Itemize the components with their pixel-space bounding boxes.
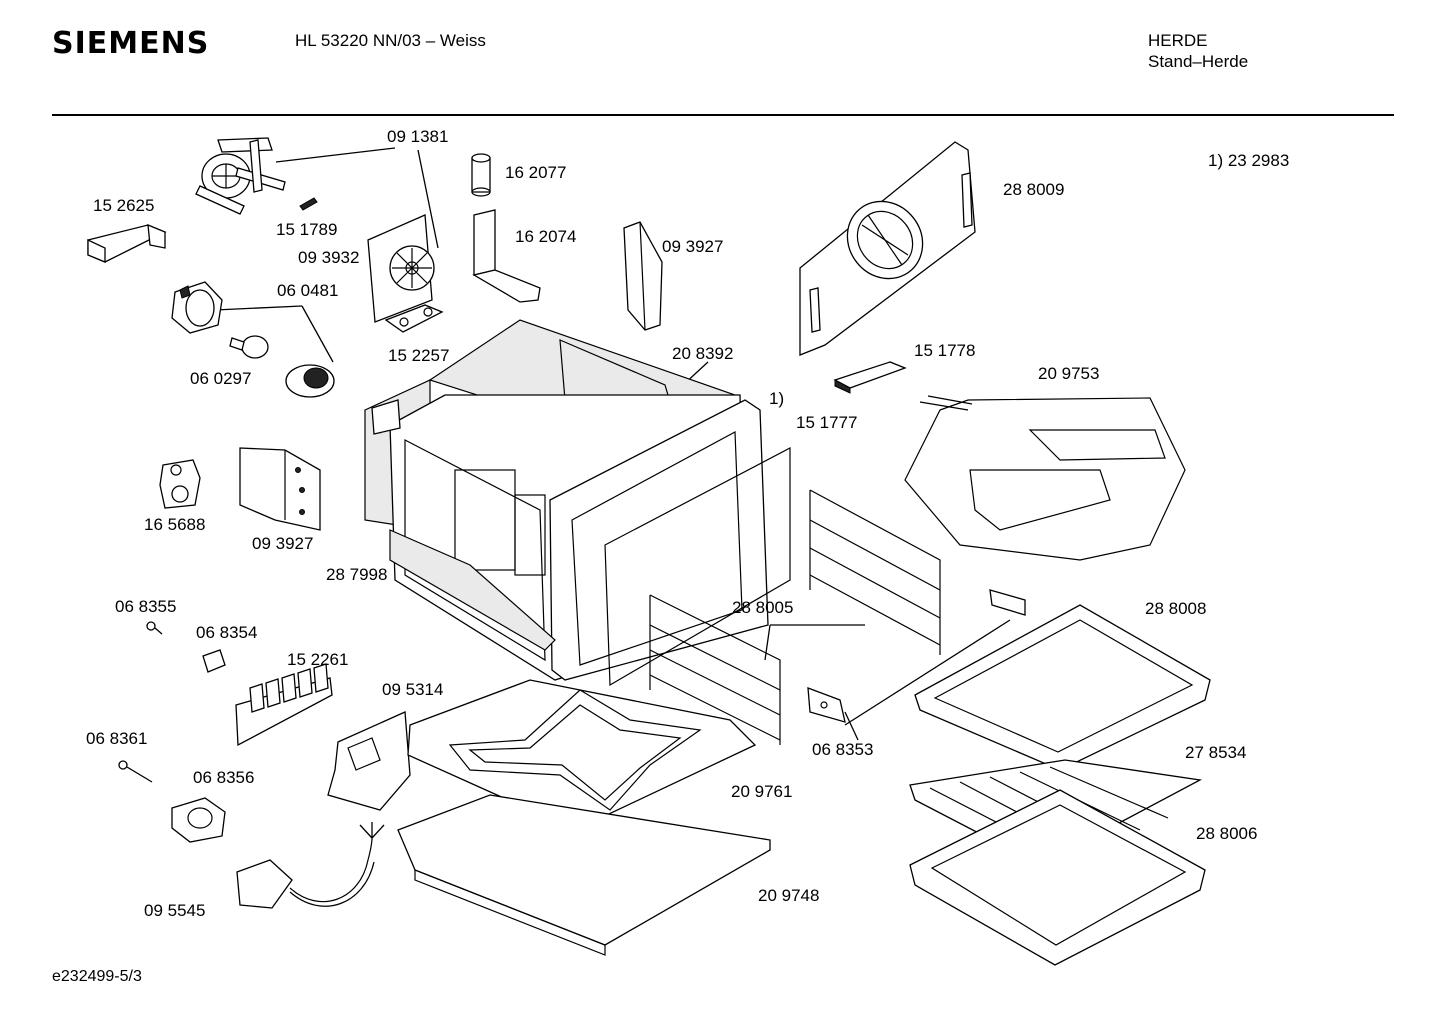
category-title: HERDE bbox=[1148, 31, 1208, 50]
screw-part bbox=[299, 197, 318, 211]
cable-clamp-part bbox=[171, 797, 226, 843]
fan-motor-part bbox=[195, 137, 286, 215]
cylinder-part bbox=[471, 153, 491, 197]
part-label: 06 0481 bbox=[277, 281, 338, 300]
baking-tray-part bbox=[914, 604, 1211, 771]
part-label: 15 2261 bbox=[287, 650, 348, 669]
terminal-block-part bbox=[235, 663, 333, 747]
category-subtitle: Stand–Herde bbox=[1148, 52, 1249, 71]
deep-tray-part bbox=[909, 789, 1206, 966]
plug-board-part bbox=[327, 711, 411, 811]
clip-part bbox=[202, 649, 226, 673]
screw-part-3 bbox=[118, 760, 153, 783]
part-label: 15 1777 bbox=[796, 413, 857, 432]
part-label: 09 5545 bbox=[144, 901, 205, 920]
part-label: 09 3932 bbox=[298, 248, 359, 267]
part-label: 27 8534 bbox=[1185, 743, 1246, 762]
part-number-labels: 09 1381 16 2077 15 2625 15 1789 16 2074 … bbox=[86, 127, 1289, 920]
part-label: 28 7998 bbox=[326, 565, 387, 584]
hinge-bracket-bottom-part bbox=[239, 447, 321, 531]
side-strip-part bbox=[371, 399, 401, 435]
small-bracket-part bbox=[833, 361, 907, 394]
lamp-bulb-part bbox=[229, 335, 269, 359]
part-label: 09 3927 bbox=[662, 237, 723, 256]
part-label: 06 8354 bbox=[196, 623, 257, 642]
part-label: 15 1789 bbox=[276, 220, 337, 239]
part-label: 06 8361 bbox=[86, 729, 147, 748]
fan-wheel-part bbox=[367, 214, 444, 333]
part-label: 28 8006 bbox=[1196, 824, 1257, 843]
back-panel-part bbox=[799, 141, 976, 356]
top-heating-element-part bbox=[904, 395, 1186, 561]
model-title: HL 53220 NN/03 – Weiss bbox=[295, 31, 486, 50]
power-cord-part bbox=[236, 822, 385, 909]
screw-part-2 bbox=[146, 621, 163, 635]
bracket-part bbox=[87, 223, 167, 263]
lamp-cover-part bbox=[285, 364, 335, 398]
part-label: 20 8392 bbox=[672, 344, 733, 363]
part-label: 15 2625 bbox=[93, 196, 154, 215]
door-seal-part bbox=[604, 447, 791, 687]
brand-logo: SIEMENS bbox=[52, 26, 210, 61]
part-label: 06 8356 bbox=[193, 768, 254, 787]
part-label: 16 2074 bbox=[515, 227, 576, 246]
part-label: 09 3927 bbox=[252, 534, 313, 553]
hinge-bracket-top-part bbox=[623, 221, 663, 331]
part-label: 06 0297 bbox=[190, 369, 251, 388]
rack-guide-right-part bbox=[809, 489, 941, 655]
part-label: 16 5688 bbox=[144, 515, 205, 534]
part-label: 1) bbox=[769, 389, 784, 408]
oven-cavity-part bbox=[364, 319, 769, 681]
part-label: 28 8008 bbox=[1145, 599, 1206, 618]
part-label: 28 8005 bbox=[732, 598, 793, 617]
lamp-holder-part bbox=[171, 281, 223, 334]
rack-guide-left-part bbox=[649, 594, 781, 745]
bottom-heating-element-part bbox=[407, 679, 757, 831]
part-label: 09 5314 bbox=[382, 680, 443, 699]
thermostat-part bbox=[159, 459, 201, 509]
receptacle-part bbox=[807, 589, 1026, 723]
part-label: 06 8353 bbox=[812, 740, 873, 759]
part-label: 15 1778 bbox=[914, 341, 975, 360]
part-label: 20 9761 bbox=[731, 782, 792, 801]
part-label: 15 2257 bbox=[388, 346, 449, 365]
part-label: 28 8009 bbox=[1003, 180, 1064, 199]
part-label: 20 9748 bbox=[758, 886, 819, 905]
footnote-label: 1) 23 2983 bbox=[1208, 151, 1289, 170]
part-label: 20 9753 bbox=[1038, 364, 1099, 383]
foot-bracket-part bbox=[472, 209, 541, 303]
part-label: 16 2077 bbox=[505, 163, 566, 182]
part-label: 06 8355 bbox=[115, 597, 176, 616]
document-code: e232499-5/3 bbox=[52, 968, 142, 985]
header-divider bbox=[52, 114, 1394, 116]
part-label: 09 1381 bbox=[387, 127, 448, 146]
bottom-plate-part bbox=[397, 794, 771, 956]
